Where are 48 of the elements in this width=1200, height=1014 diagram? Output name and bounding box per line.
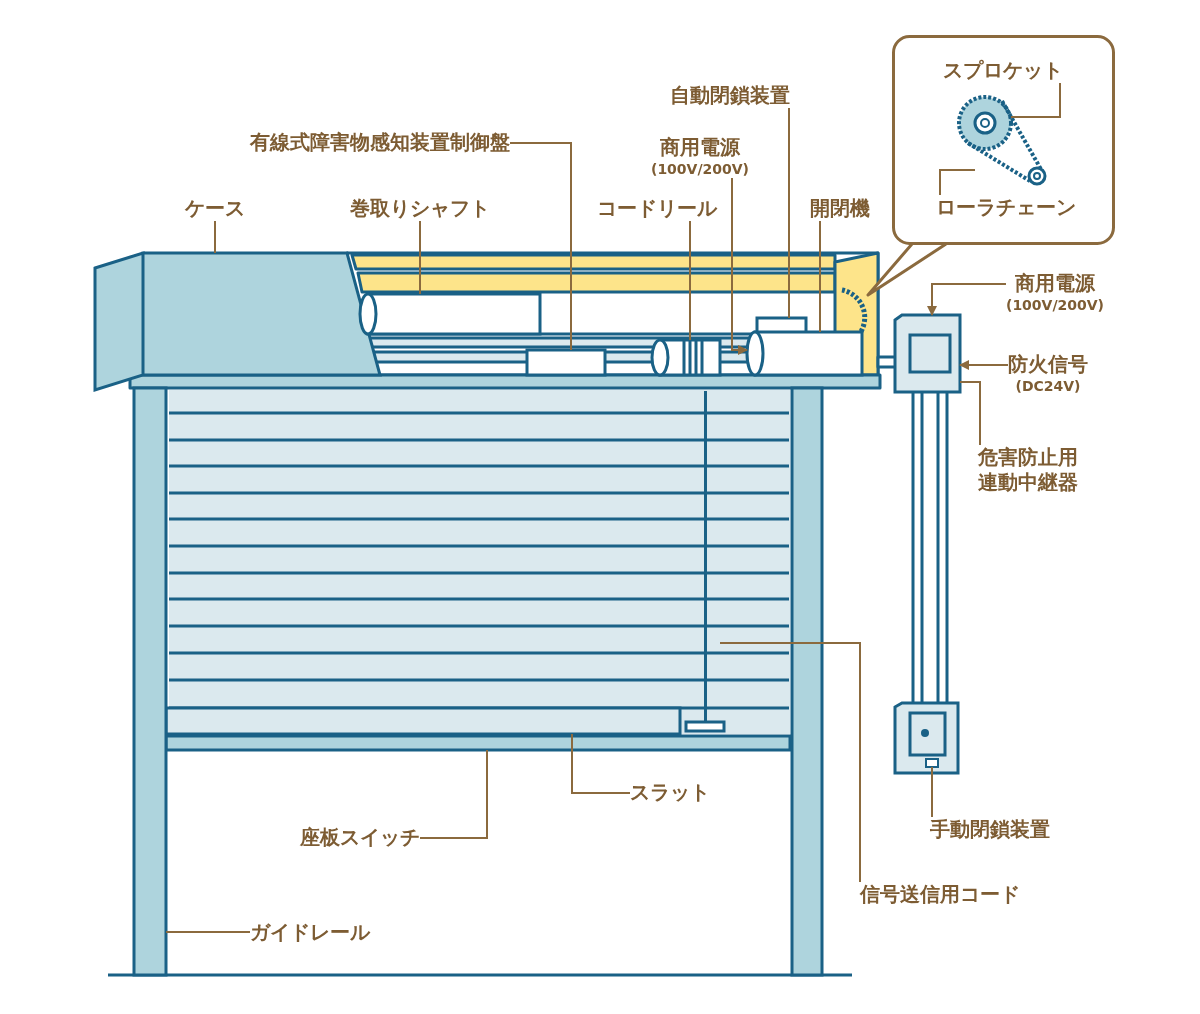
shutter-case	[93, 250, 382, 393]
arrow	[959, 360, 1009, 370]
leader-line	[788, 107, 790, 319]
leader-line	[719, 642, 861, 883]
part-label: ケース	[185, 196, 245, 221]
motor	[745, 330, 864, 377]
part-label: スラット	[630, 780, 710, 805]
part-label: 巻取りシャフト	[350, 196, 490, 221]
sprocket-icon	[957, 95, 1013, 151]
callout-bubble	[892, 35, 1115, 245]
leader-line	[959, 381, 981, 446]
part-label: 信号送信用コード	[860, 882, 1020, 907]
part-label: 防火信号 (DC24V)	[1008, 352, 1088, 395]
part-label: コードリール	[597, 196, 717, 221]
guide-rail	[132, 386, 168, 977]
leader-line	[939, 169, 976, 196]
manual-release-button	[925, 758, 939, 768]
signal-cord	[684, 391, 726, 733]
part-label: 座板スイッチ	[300, 825, 420, 850]
arrow	[731, 177, 748, 355]
part-label: 手動閉鎖装置	[930, 817, 1050, 842]
roller-chain-icon	[966, 99, 1047, 186]
arrow	[927, 283, 1007, 316]
leader-line	[1010, 82, 1061, 118]
part-label: 商用電源 (100V/200V)	[1006, 271, 1104, 314]
callout-label: スプロケット	[943, 58, 1063, 83]
leader-line	[214, 220, 216, 254]
leader-line	[509, 142, 572, 351]
winding-shaft	[358, 292, 542, 336]
leader-line	[419, 749, 488, 839]
part-label: 開閉機	[810, 196, 870, 221]
part-label: ガイドレール	[250, 920, 370, 945]
leader-line	[165, 931, 251, 933]
part-label: 商用電源 (100V/200V)	[651, 135, 749, 178]
control-panel	[525, 348, 607, 377]
cord-reel	[650, 338, 722, 377]
callout-label: ローラチェーン	[936, 195, 1076, 220]
relay-box	[893, 313, 962, 394]
part-label: 危害防止用連動中継器	[975, 445, 1081, 495]
leader-line	[931, 766, 933, 818]
leader-line	[819, 220, 821, 333]
part-label: 自動閉鎖装置	[670, 83, 790, 108]
manual-control-box	[893, 701, 960, 775]
leader-line	[571, 733, 631, 794]
leader-line	[419, 220, 421, 295]
leader-line	[689, 220, 691, 341]
part-label: 有線式障害物感知装置制御盤	[250, 130, 510, 155]
guide-rail	[790, 386, 824, 977]
